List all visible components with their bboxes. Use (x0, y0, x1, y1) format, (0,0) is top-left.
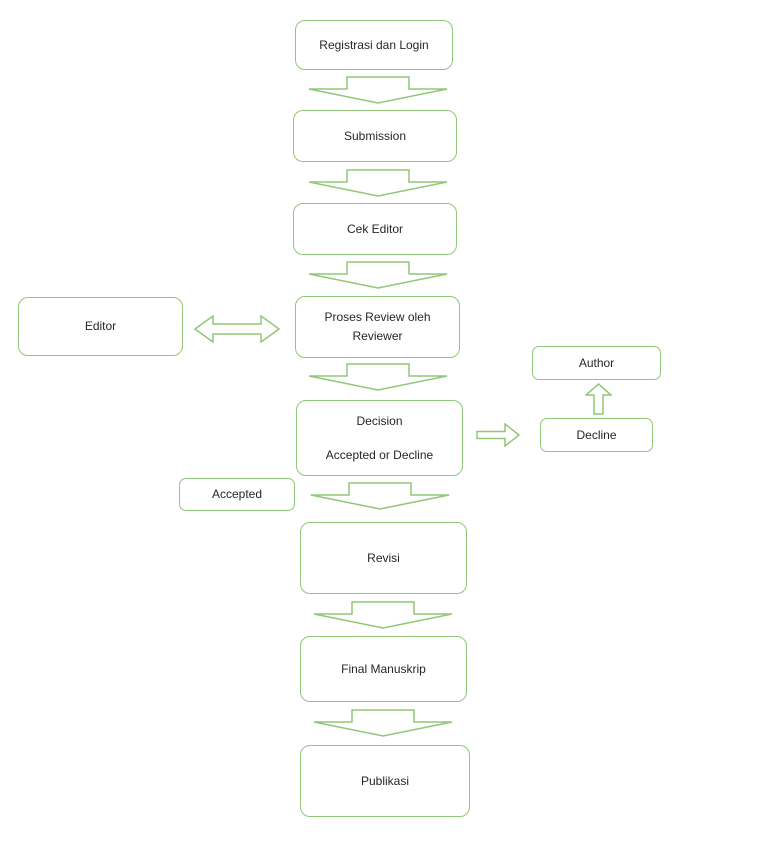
arrow-right-decision-to-decline-icon (476, 423, 520, 447)
node-author-label: Author (578, 355, 615, 370)
node-cek-editor: Cek Editor (293, 203, 457, 255)
arrow-down-revisi-to-final-manuskrip-icon (313, 601, 453, 629)
node-author: Author (532, 346, 661, 380)
arrow-down-decision-to-revisi-icon (310, 482, 450, 510)
node-cek-editor-label: Cek Editor (346, 221, 404, 236)
node-submission: Submission (293, 110, 457, 162)
node-decision: Decision Accepted or Decline (296, 400, 463, 476)
node-proses-review-label: Proses Review oleh Reviewer (324, 310, 431, 343)
arrow-down-final-manuskrip-to-publikasi-icon (313, 709, 453, 737)
node-proses-review: Proses Review oleh Reviewer (295, 296, 460, 358)
node-revisi-label: Revisi (367, 550, 400, 565)
node-decline-label: Decline (576, 427, 617, 442)
node-registrasi-login: Registrasi dan Login (295, 20, 453, 70)
node-final-manuskrip-label: Final Manuskrip (341, 661, 426, 676)
arrow-down-cek-editor-to-proses-review-icon (308, 261, 448, 289)
node-editor-label: Editor (84, 319, 117, 334)
arrow-down-submission-to-cek-editor-icon (308, 169, 448, 197)
node-publikasi-label: Publikasi (360, 773, 410, 788)
arrow-up-decline-to-author-icon (585, 383, 612, 415)
node-decision-line2: Accepted or Decline (325, 447, 434, 462)
arrow-down-proses-review-to-decision-icon (308, 363, 448, 391)
node-final-manuskrip: Final Manuskrip (300, 636, 467, 702)
node-decision-line1: Decision (356, 413, 403, 428)
node-submission-label: Submission (343, 128, 407, 143)
node-registrasi-login-label: Registrasi dan Login (319, 37, 429, 52)
node-editor: Editor (18, 297, 183, 356)
node-publikasi: Publikasi (300, 745, 470, 817)
node-decline: Decline (540, 418, 653, 452)
node-revisi: Revisi (300, 522, 467, 594)
arrow-double-editor-proses-review-icon (194, 315, 280, 343)
node-accepted-label: Accepted (211, 487, 263, 502)
node-accepted: Accepted (179, 478, 295, 511)
arrow-down-registrasi-to-submission-icon (308, 76, 448, 104)
